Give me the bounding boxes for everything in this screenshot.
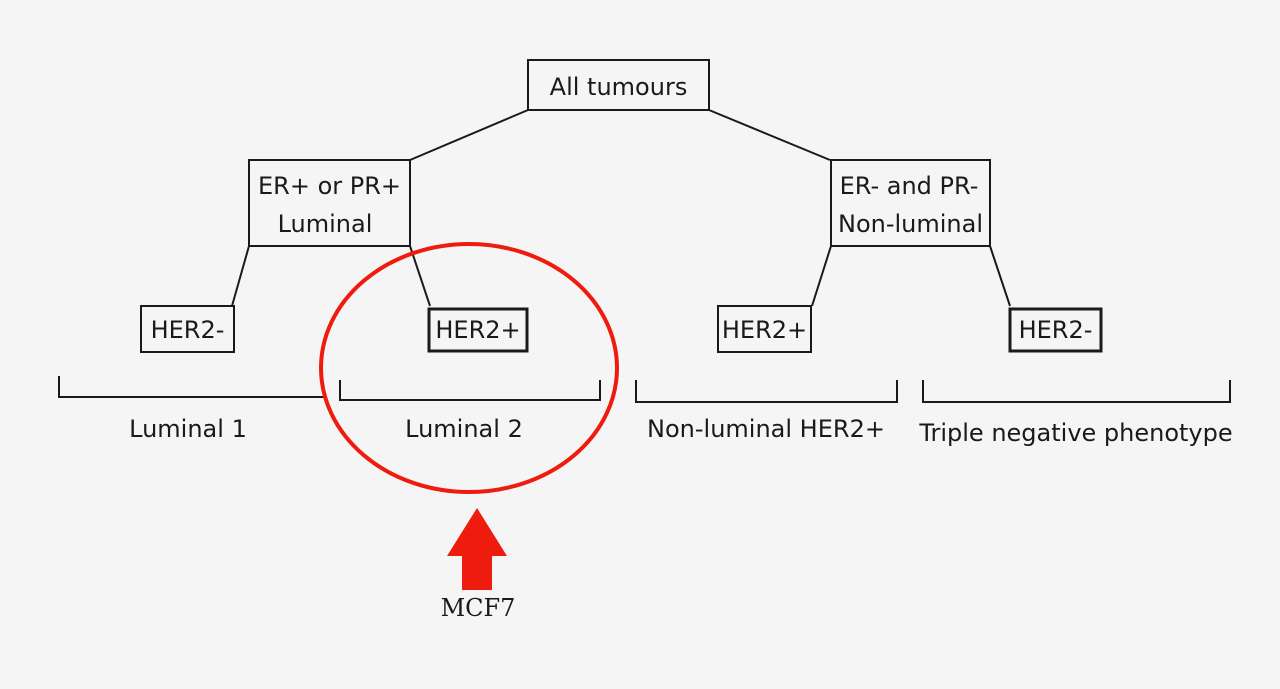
node-label: HER2- [151,316,225,344]
node-box [140,305,235,353]
group-label-triple-negative: Triple negative phenotype [918,419,1232,447]
node-non-luminal-her2-positive: HER2+ [717,305,812,353]
node-box [1008,307,1103,353]
up-arrow-icon [447,508,507,590]
connector-root-right [708,109,831,161]
tree-connectors [231,109,1011,307]
bracket-triple-negative [922,380,1231,403]
highlight-ellipse [319,242,619,494]
node-label-line-2: Luminal [278,210,373,238]
annotation-label: MCF7 [441,594,516,622]
node-box [717,305,812,353]
bracket-luminal-1 [58,376,324,398]
connector-root-left [409,109,529,161]
bracket-luminal-2 [339,380,601,401]
node-label-line-1: ER+ or PR+ [258,172,401,200]
node-label: HER2+ [722,316,807,344]
node-label: All tumours [550,73,688,101]
node-label: HER2+ [435,316,520,344]
node-non-luminal-her2-negative: HER2- [1008,307,1103,353]
node-er-pr-positive: ER+ or PR+ Luminal [248,159,411,247]
bracket-non-luminal-her2 [635,380,898,403]
node-box [830,159,991,247]
node-label-line-1: ER- and PR- [840,172,979,200]
node-box [248,159,411,247]
node-box [427,307,529,353]
group-brackets [58,376,1231,403]
connector-left-lr [409,245,431,307]
connector-right-rr [989,245,1011,307]
node-label: HER2- [1019,316,1093,344]
group-label-luminal-1: Luminal 1 [129,415,247,443]
node-label-line-2: Non-luminal [838,210,983,238]
node-er-pr-negative: ER- and PR- Non-luminal [830,159,991,247]
group-label-non-luminal-her2: Non-luminal HER2+ [647,415,885,443]
node-box [527,59,710,111]
connector-left-ll [231,245,250,307]
connector-right-rl [811,245,832,307]
group-label-luminal-2: Luminal 2 [405,415,523,443]
node-luminal-her2-positive: HER2+ [427,307,529,353]
node-luminal-her2-negative: HER2- [140,305,235,353]
node-all-tumours: All tumours [527,59,710,111]
